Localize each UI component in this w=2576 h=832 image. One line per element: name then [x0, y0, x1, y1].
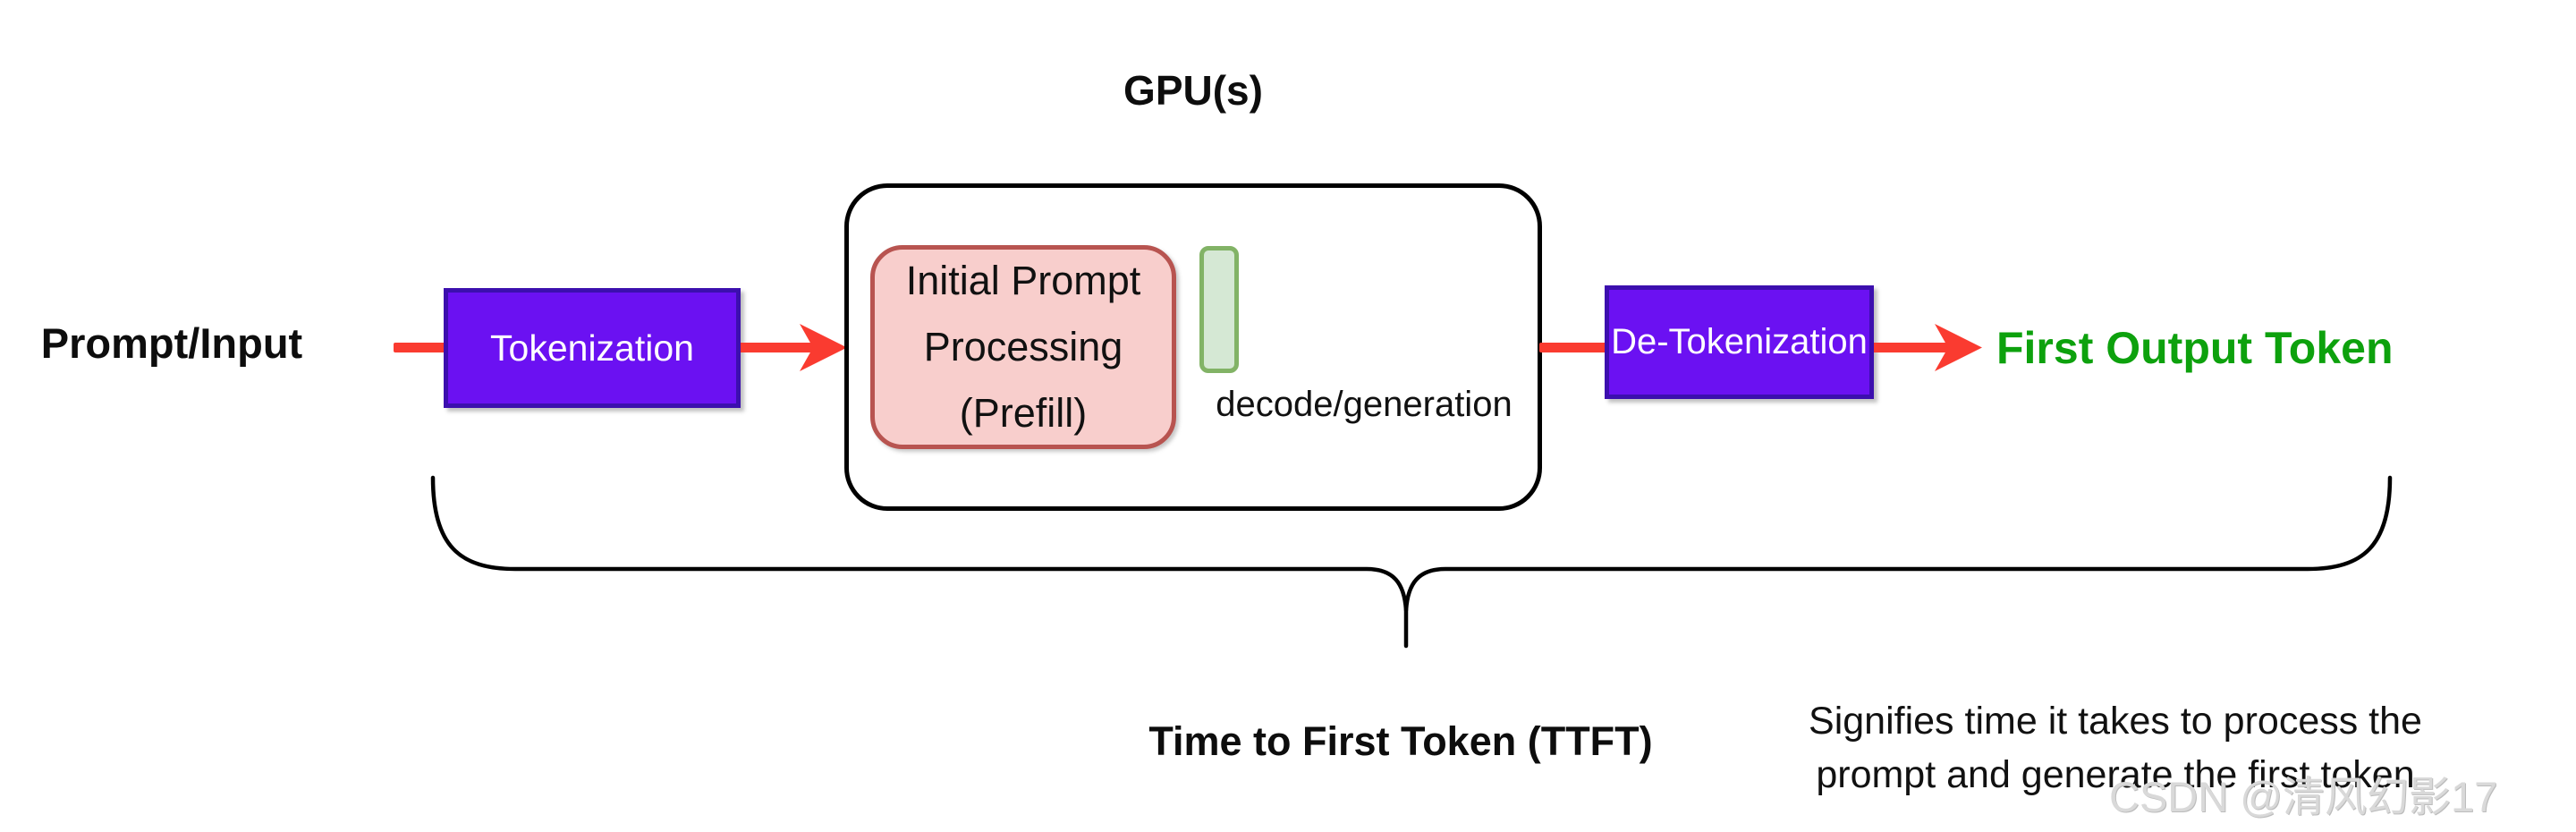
decode-generation-label: decode/generation: [1216, 385, 1513, 424]
prompt-input-label: Prompt/Input: [40, 319, 303, 367]
ttft-label: Time to First Token (TTFT): [1148, 718, 1653, 764]
decode-generation-bar: [1199, 246, 1239, 373]
arrow-detokenization-to-output-icon: [1874, 324, 1982, 371]
tokenization-label: Tokenization: [490, 327, 694, 369]
tokenization-box: Tokenization: [444, 288, 741, 408]
prefill-box: Initial Prompt Processing (Prefill): [870, 245, 1176, 449]
first-output-token-label: First Output Token: [1996, 323, 2394, 373]
connector-gpu-to-detokenization: [1539, 343, 1607, 352]
arrow-tokenization-to-gpu-icon: [741, 324, 847, 371]
connector-input-to-tokenization: [394, 343, 445, 352]
watermark-text: CSDN @清风幻影17: [2109, 773, 2498, 820]
ttft-description: Signifies time it takes to process the p…: [1809, 700, 2422, 796]
detokenization-box: De-Tokenization: [1605, 285, 1874, 399]
detokenization-label: De-Tokenization: [1611, 322, 1868, 361]
prefill-label: Initial Prompt Processing (Prefill): [905, 258, 1141, 436]
gpu-title: GPU(s): [1123, 67, 1263, 114]
